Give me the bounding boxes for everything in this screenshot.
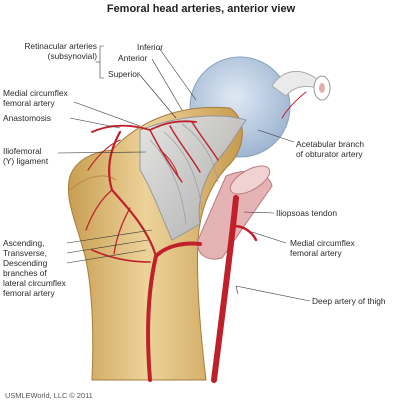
label-lateral-line2: Transverse, bbox=[3, 248, 47, 258]
diagram-title: Femoral head arteries, anterior view bbox=[106, 3, 296, 15]
label-iliofemoral-line1: Iliofemoral bbox=[3, 146, 42, 156]
obturator-artery-tube bbox=[271, 71, 331, 101]
label-medial-circumflex-right-line1: Medial circumflex bbox=[290, 238, 355, 248]
label-lateral-line4: branches of bbox=[3, 268, 47, 278]
label-medial-circumflex-top-line2: femoral artery bbox=[3, 98, 55, 108]
label-acetabular-line1: Acetabular branch bbox=[296, 139, 364, 149]
copyright-notice: USMLEWorld, LLC © 2011 bbox=[5, 391, 93, 400]
label-iliofemoral-line2: (Y) ligament bbox=[3, 156, 49, 166]
label-acetabular-line2: of obturator artery bbox=[296, 149, 363, 159]
label-anastomosis: Anastomosis bbox=[3, 113, 51, 123]
label-deep-artery: Deep artery of thigh bbox=[312, 296, 386, 306]
label-anterior: Anterior bbox=[118, 53, 148, 63]
label-inferior: Inferior bbox=[137, 42, 164, 52]
label-lateral-line6: femoral artery bbox=[3, 288, 55, 298]
label-lateral-line5: lateral circumflex bbox=[3, 278, 66, 288]
label-superior: Superior bbox=[108, 69, 140, 79]
label-iliopsoas: Iliopsoas tendon bbox=[276, 208, 337, 218]
label-medial-circumflex-right-line2: femoral artery bbox=[290, 248, 342, 258]
label-lateral-line1: Ascending, bbox=[3, 238, 45, 248]
label-retinacular-line1: Retinacular arteries bbox=[24, 41, 97, 51]
arteries bbox=[85, 91, 307, 383]
iliofemoral-ligament bbox=[139, 115, 247, 241]
label-medial-circumflex-top-line1: Medial circumflex bbox=[3, 88, 68, 98]
leader-lines bbox=[57, 45, 311, 302]
label-lateral-line3: Descending bbox=[3, 258, 48, 268]
label-retinacular-line2: (subsynovial) bbox=[47, 51, 97, 61]
